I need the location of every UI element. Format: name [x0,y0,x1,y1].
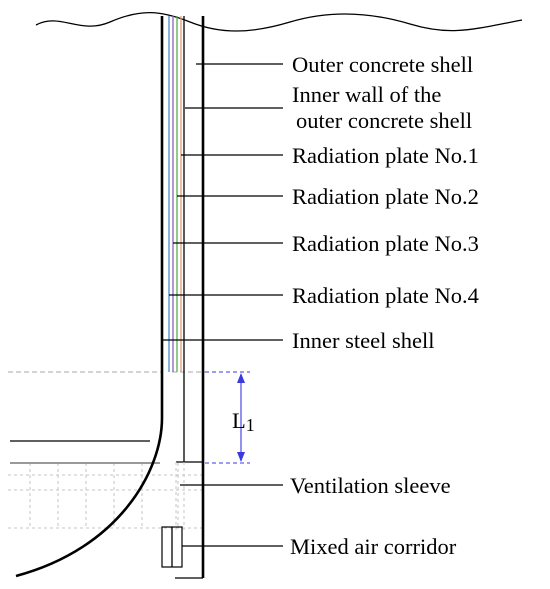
label-radiation-plate-1: Radiation plate No.1 [292,143,479,168]
label-mixed-air-corridor: Mixed air corridor [290,534,457,559]
leader-lines [162,63,283,547]
label-radiation-plate-3: Radiation plate No.3 [292,231,479,256]
mixed-air-corridor [161,526,183,568]
label-radiation-plate-2: Radiation plate No.2 [292,184,479,209]
label-radiation-plate-4: Radiation plate No.4 [292,283,479,308]
inner-steel-shell [15,16,164,578]
base-region [8,371,205,529]
ventilation-sleeve [175,372,203,530]
label-inner-wall-line1: Inner wall of the [292,82,441,107]
break-line [35,11,523,32]
label-inner-steel-shell: Inner steel shell [292,328,434,353]
floor-slab [10,440,160,464]
dimension-l1: L1 [205,371,255,464]
label-ventilation-sleeve: Ventilation sleeve [290,473,451,498]
dimension-label: L1 [232,408,255,435]
label-outer-concrete-shell: Outer concrete shell [292,52,473,77]
label-inner-wall-line2: outer concrete shell [296,108,472,133]
